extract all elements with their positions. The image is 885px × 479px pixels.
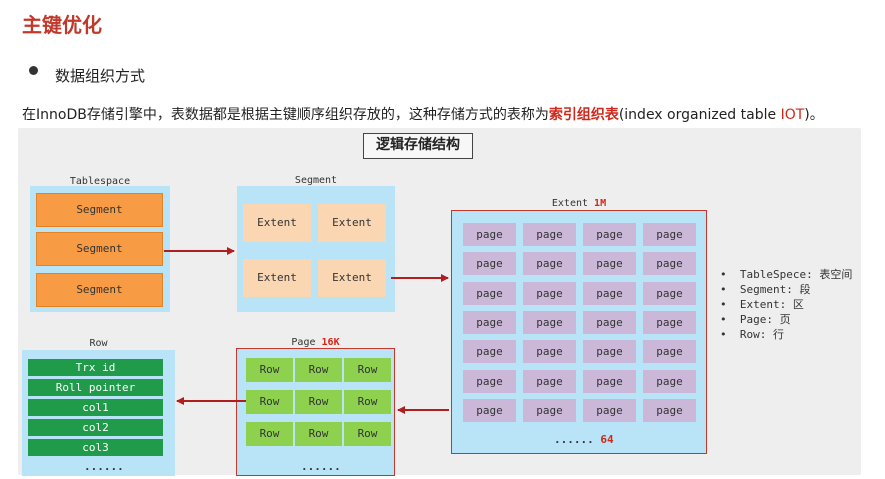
page-cell: page [643, 281, 696, 305]
row-label: Row [89, 338, 108, 349]
legend-item: • Page: 页 [720, 313, 791, 326]
row-cell: Row [344, 358, 391, 382]
segment-extent: Extent [318, 259, 386, 297]
page-cell: page [463, 310, 516, 334]
description-iot: IOT [780, 107, 805, 123]
page-cell: page [523, 252, 576, 276]
segment-extent: Extent [243, 204, 311, 242]
page-cell: page [643, 252, 696, 276]
page-cell: page [643, 223, 696, 246]
extent-label: Extent 1M [451, 198, 707, 209]
page-size: 16K [321, 337, 340, 348]
segment-label: Segment [294, 175, 338, 186]
page-cell: page [643, 398, 696, 422]
page-cell: page [523, 369, 576, 393]
page-label-text: Page [291, 337, 316, 348]
page-cell: page [463, 223, 516, 246]
page-cell: page [583, 369, 636, 393]
page-cell: page [523, 281, 576, 305]
page-cell: page [463, 281, 516, 305]
legend-item-text: Page: 页 [739, 313, 791, 326]
row-cell: Row [295, 390, 342, 414]
legend-item: • Segment: 段 [720, 283, 811, 296]
tablespace-label: Tablespace [69, 176, 131, 187]
page-cell: page [583, 310, 636, 334]
row-more: ...... [84, 460, 124, 473]
page-cell: page [583, 340, 636, 364]
legend-item: • Row: 行 [720, 328, 784, 341]
page-cell: page [643, 310, 696, 334]
page-cell: page [523, 310, 576, 334]
row-cell: Row [246, 422, 293, 446]
row-field: Trx id [28, 359, 163, 376]
description-prefix: 在InnoDB存储引擎中，表数据都是根据主键顺序组织存放的，这种存储方式的表称为 [22, 107, 549, 123]
page-title: 主键优化 [22, 13, 102, 37]
page-cell: page [643, 369, 696, 393]
row-cell: Row [295, 358, 342, 382]
page-more: ...... [301, 460, 341, 473]
row-field: col3 [28, 439, 163, 456]
page-cell: page [463, 398, 516, 422]
segment-extent: Extent [243, 259, 311, 297]
page-label: Page 16K [236, 337, 395, 348]
extent-box: page page page page page page page page page page… [451, 210, 707, 454]
tablespace-box: Segment Segment Segment [30, 186, 170, 312]
extent-more-dots: ...... [554, 433, 594, 446]
extent-size: 1M [594, 198, 607, 209]
extent-count: 64 [600, 433, 614, 446]
diagram-title: 逻辑存储结构 [363, 133, 473, 159]
tablespace-segment: Segment [36, 193, 163, 227]
bullet-text: 数据组织方式 [55, 67, 146, 85]
row-cell: Row [344, 422, 391, 446]
row-cell: Row [246, 358, 293, 382]
page-cell: page [463, 252, 516, 276]
page-cell: page [583, 223, 636, 246]
row-box: Trx id Roll pointer col1 col2 col3 .....… [22, 350, 175, 476]
legend-item-text: Row: 行 [739, 328, 784, 341]
legend-item-text: TableSpece: 表空间 [739, 268, 853, 281]
description-suffix-close: )。 [804, 107, 824, 123]
tablespace-segment: Segment [36, 273, 163, 307]
row-cell: Row [344, 390, 391, 414]
description: 在InnoDB存储引擎中，表数据都是根据主键顺序组织存放的，这种存储方式的表称为… [22, 105, 824, 125]
legend-item-text: Segment: 段 [739, 283, 811, 296]
row-field: Roll pointer [28, 379, 163, 396]
page-cell: page [463, 340, 516, 364]
legend-item-text: Extent: 区 [739, 298, 804, 311]
legend-item: • Extent: 区 [720, 298, 804, 311]
row-cell: Row [246, 390, 293, 414]
page-cell: page [643, 340, 696, 364]
extent-label-text: Extent [551, 198, 589, 209]
legend: • TableSpece: 表空间 • Segment: 段 • Extent:… [720, 267, 852, 342]
segment-extent: Extent [318, 204, 386, 242]
tablespace-segment: Segment [36, 232, 163, 266]
description-highlight: 索引组织表 [548, 107, 619, 123]
page-cell: page [463, 369, 516, 393]
row-field: col2 [28, 419, 163, 436]
page-cell: page [523, 340, 576, 364]
legend-item: • TableSpece: 表空间 [720, 268, 853, 281]
page-cell: page [583, 281, 636, 305]
row-field: col1 [28, 399, 163, 416]
page-cell: page [583, 252, 636, 276]
segment-box: Extent Extent Extent Extent [237, 186, 395, 312]
page-cell: page [523, 398, 576, 422]
page-cell: page [523, 223, 576, 246]
description-suffix-open: (index organized table [618, 107, 781, 123]
extent-more: ...... 64 [554, 433, 614, 446]
bullet-dot [29, 66, 38, 75]
row-cell: Row [295, 422, 342, 446]
page-cell: page [583, 398, 636, 422]
